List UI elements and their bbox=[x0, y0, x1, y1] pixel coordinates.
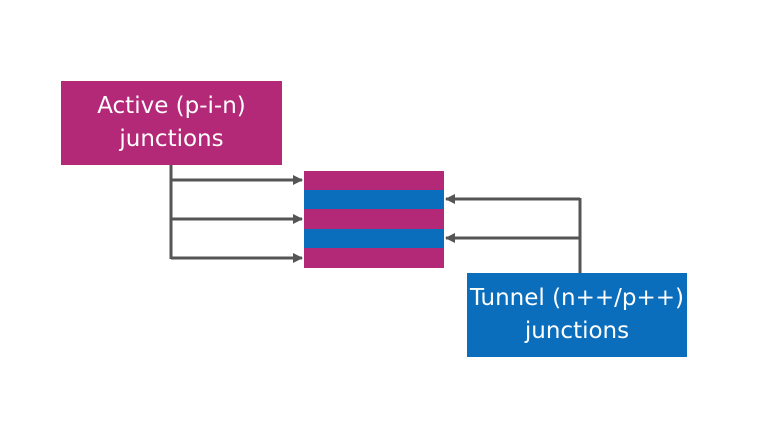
active-junctions-label-line1: Active (p-i-n) bbox=[97, 93, 246, 119]
tunnel-connectors bbox=[445, 194, 582, 273]
stack-layer-active-3 bbox=[304, 248, 444, 268]
stack-layer-active-1 bbox=[304, 171, 444, 190]
active-junctions-box: Active (p-i-n) junctions bbox=[61, 81, 282, 165]
layer-stack bbox=[304, 171, 444, 268]
stack-layer-tunnel-1 bbox=[304, 190, 444, 209]
stack-layer-active-2 bbox=[304, 209, 444, 229]
active-junctions-label-line2: junctions bbox=[119, 126, 224, 152]
tunnel-junctions-label-line2: junctions bbox=[524, 318, 630, 344]
tunnel-junctions-box: Tunnel (n++/p++) junctions bbox=[467, 273, 687, 357]
tunnel-junctions-label-line1: Tunnel (n++/p++) bbox=[469, 285, 685, 311]
stack-layer-tunnel-2 bbox=[304, 229, 444, 248]
active-connectors bbox=[169, 165, 303, 263]
